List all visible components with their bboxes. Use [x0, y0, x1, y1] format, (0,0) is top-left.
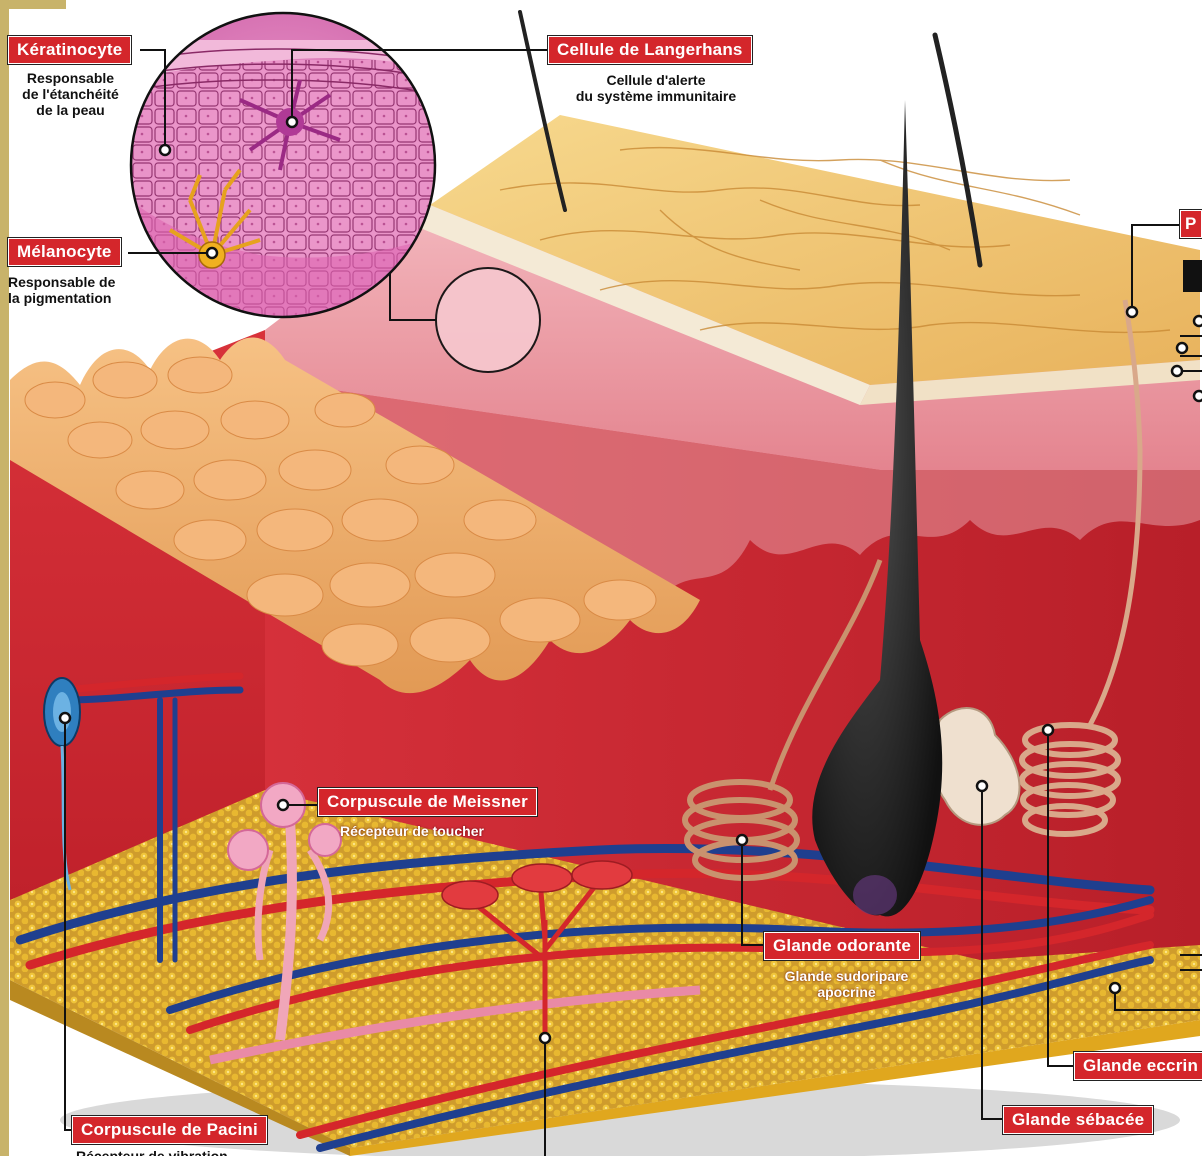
- cut-black-marker: [1183, 260, 1202, 292]
- label-glande-sebacee: Glande sébacée: [1003, 1106, 1153, 1134]
- label-pacini: Corpuscule de Pacini: [72, 1116, 267, 1144]
- label-melanocyte: Mélanocyte: [8, 238, 121, 266]
- frame-top-border: [0, 0, 66, 9]
- label-keratinocyte: Kératinocyte: [8, 36, 131, 64]
- desc-keratinocyte: Responsable de l'étanchéité de la peau: [8, 70, 133, 118]
- label-langerhans: Cellule de Langerhans: [548, 36, 752, 64]
- label-glande-eccrine: Glande eccrin: [1074, 1052, 1202, 1080]
- label-glande-odorante: Glande odorante: [764, 932, 920, 960]
- frame-left-border: [0, 0, 9, 1156]
- label-cut-top-right: P: [1180, 210, 1202, 238]
- label-meissner: Corpuscule de Meissner: [318, 788, 537, 816]
- desc-pacini: Récepteur de vibration: [76, 1148, 228, 1156]
- desc-langerhans: Cellule d'alerte du système immunitaire: [548, 72, 764, 104]
- desc-melanocyte: Responsable de la pigmentation: [8, 274, 133, 306]
- desc-meissner: Récepteur de toucher: [340, 823, 484, 839]
- desc-glande-odorante: Glande sudoripare apocrine: [764, 968, 929, 1000]
- magnifier-source-circle: [436, 268, 540, 372]
- hair-bulb-papilla: [853, 875, 897, 915]
